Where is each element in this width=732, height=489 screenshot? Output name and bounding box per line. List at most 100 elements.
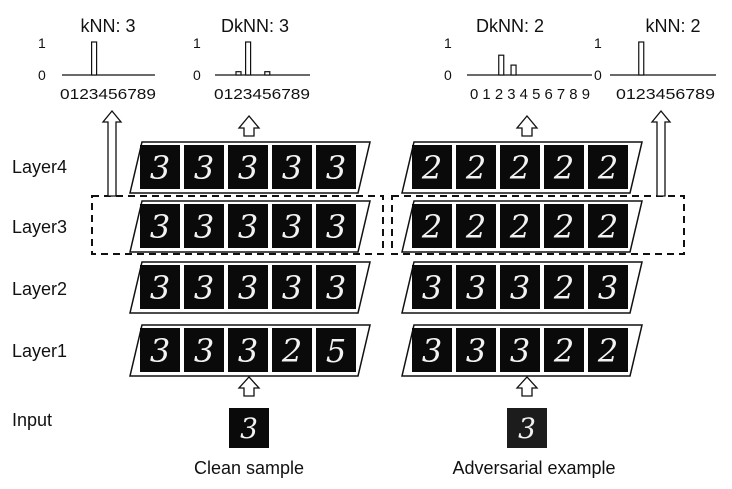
histogram-knn-clean-y0: 0 xyxy=(38,67,46,83)
arrow-adv-layer4-up xyxy=(515,114,539,137)
neighbor-digit: 3 xyxy=(194,149,214,187)
histogram-dknn-clean-xlabels: 0123456789 xyxy=(214,86,310,103)
histogram-bar xyxy=(245,41,252,76)
neighbor-tile xyxy=(316,145,356,189)
neighbor-digit: 2 xyxy=(597,332,618,370)
histogram-dknn-clean-y1: 1 xyxy=(193,35,201,51)
histogram-bar xyxy=(498,54,505,76)
clean-layer2-frame xyxy=(129,261,371,314)
neighbor-tile xyxy=(228,328,268,372)
neighbor-tile xyxy=(272,204,312,248)
histogram-knn-clean: kNN: 3 1 0 0123456789 xyxy=(38,16,156,103)
histogram-dknn-adv: DkNN: 2 1 0 0 1 2 3 4 5 6 7 8 9 xyxy=(444,16,592,103)
neighbor-digit: 3 xyxy=(194,208,214,246)
layer3-dashed-box-clean xyxy=(91,195,384,255)
histogram-dknn-clean-title: DkNN: 3 xyxy=(221,16,289,36)
neighbor-digit: 3 xyxy=(510,332,530,370)
neighbor-tile xyxy=(544,328,584,372)
neighbor-tile xyxy=(500,145,540,189)
neighbor-tile xyxy=(228,265,268,309)
neighbor-digit: 3 xyxy=(510,269,530,307)
neighbor-tile xyxy=(316,265,356,309)
histogram-knn-clean-y1: 1 xyxy=(38,35,46,51)
neighbor-digit: 3 xyxy=(282,269,302,307)
neighbor-digit: 5 xyxy=(326,332,346,370)
neighbor-tile xyxy=(272,328,312,372)
neighbor-tile xyxy=(500,265,540,309)
histogram-knn-clean-title: kNN: 3 xyxy=(80,16,135,36)
neighbor-digit: 2 xyxy=(597,208,618,246)
neighbor-tile xyxy=(184,328,224,372)
neighbor-tile xyxy=(588,328,628,372)
adversarial-example-caption: Adversarial example xyxy=(452,458,615,478)
arrow-adv-input-up xyxy=(515,376,539,397)
neighbor-tile xyxy=(412,328,452,372)
neighbor-digit: 3 xyxy=(326,149,346,187)
neighbor-tile xyxy=(316,328,356,372)
neighbor-digit: 2 xyxy=(281,332,302,370)
neighbor-digit: 3 xyxy=(194,332,214,370)
neighbor-tile xyxy=(412,145,452,189)
adversarial-input-image: 3 xyxy=(507,408,547,448)
histogram-dknn-adv-title: DkNN: 2 xyxy=(476,16,544,36)
neighbor-digit: 3 xyxy=(326,208,346,246)
clean-input-digit: 3 xyxy=(240,412,258,445)
neighbor-digit: 3 xyxy=(150,208,170,246)
clean-input-image: 3 xyxy=(229,408,269,448)
neighbor-tile xyxy=(456,204,496,248)
neighbor-tile xyxy=(456,145,496,189)
neighbor-digit: 3 xyxy=(238,208,258,246)
clean-layer1-frame xyxy=(129,324,371,377)
neighbor-digit: 3 xyxy=(238,269,258,307)
neighbor-tile xyxy=(140,204,180,248)
layer2-label: Layer2 xyxy=(12,279,67,299)
neighbor-tile xyxy=(500,204,540,248)
histogram-bar xyxy=(510,64,517,76)
histogram-knn-clean-xlabels: 0123456789 xyxy=(60,86,156,103)
neighbor-tile xyxy=(184,204,224,248)
neighbor-digit: 2 xyxy=(465,149,486,187)
clean-layer3-frame xyxy=(129,200,371,253)
neighbor-digit: 2 xyxy=(509,208,530,246)
neighbor-tile xyxy=(184,265,224,309)
neighbor-digit: 2 xyxy=(553,269,574,307)
neighbor-tile xyxy=(140,265,180,309)
neighbor-tile xyxy=(140,145,180,189)
neighbor-digit: 2 xyxy=(597,149,618,187)
neighbor-digit: 2 xyxy=(553,208,574,246)
neighbor-tile xyxy=(316,204,356,248)
neighbor-digit: 2 xyxy=(553,149,574,187)
neighbor-tile xyxy=(272,145,312,189)
clean-layer4-frame xyxy=(129,141,371,194)
neighbor-digit: 3 xyxy=(150,332,170,370)
neighbor-tile xyxy=(544,204,584,248)
neighbor-tile xyxy=(588,265,628,309)
histogram-knn-clean-bars xyxy=(90,41,98,76)
adv-layer4-frame xyxy=(401,141,643,194)
adversarial-input-digit: 3 xyxy=(518,412,536,445)
neighbor-tile xyxy=(588,145,628,189)
neighbor-digit: 2 xyxy=(421,149,442,187)
neighbor-tile xyxy=(456,265,496,309)
clean-sample-caption: Clean sample xyxy=(194,458,304,478)
arrow-clean-layer4-up xyxy=(237,114,261,137)
histogram-dknn-clean-y0: 0 xyxy=(193,67,201,83)
neighbor-tile xyxy=(588,204,628,248)
neighbor-tile xyxy=(412,204,452,248)
histogram-dknn-adv-xlabels: 0 1 2 3 4 5 6 7 8 9 xyxy=(470,86,590,103)
neighbor-tile xyxy=(412,265,452,309)
histogram-bar xyxy=(90,41,98,76)
neighbor-tile xyxy=(544,145,584,189)
neighbor-digit: 3 xyxy=(282,149,302,187)
histogram-dknn-adv-y0: 0 xyxy=(444,67,452,83)
layer3-label: Layer3 xyxy=(12,217,67,237)
adv-layer3-frame xyxy=(401,200,643,253)
neighbor-tile xyxy=(500,328,540,372)
layer3-dashed-box-adv xyxy=(391,195,685,255)
adv-layer1-frame xyxy=(401,324,643,377)
histogram-dknn-clean-bars xyxy=(235,41,271,76)
histogram-knn-adv-bars xyxy=(638,41,645,76)
